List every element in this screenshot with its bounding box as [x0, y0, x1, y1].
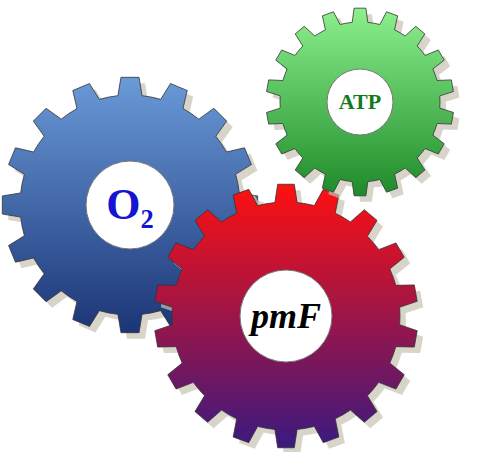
- gear-body: [267, 8, 454, 196]
- pmf-gear: pmF: [154, 184, 418, 448]
- gear-label: pmF: [251, 298, 321, 334]
- gear-label-holder: pmF: [154, 184, 418, 448]
- gear-hub: [240, 270, 332, 362]
- gear-hub: [327, 69, 393, 135]
- gear-label-holder: ATP: [266, 8, 454, 196]
- gear-label: ATP: [339, 91, 381, 113]
- gear-body: [155, 184, 417, 447]
- gear-hub: [86, 161, 174, 249]
- gear-label: O₂: [106, 183, 153, 227]
- atp-gear: ATP: [266, 8, 454, 196]
